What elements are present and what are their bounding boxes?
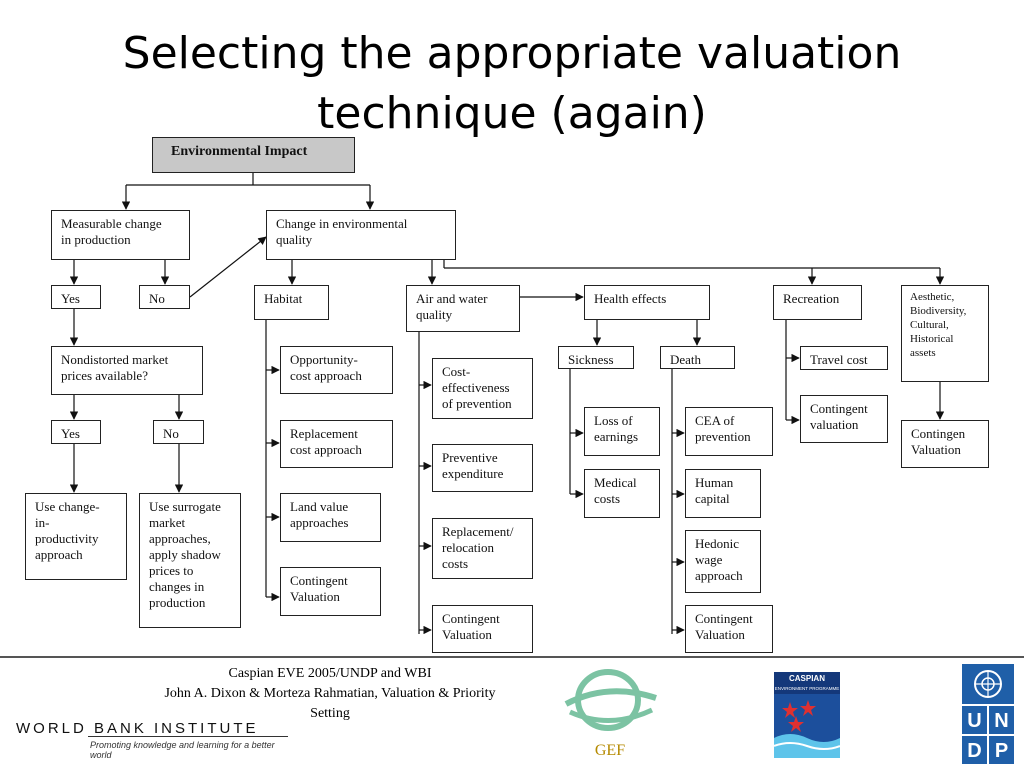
node-contingent-habitat: Contingent Valuation [280,567,381,616]
node-medical: Medical costs [584,469,660,518]
node-use-change: Use change- in- productivity approach [25,493,127,580]
diagram-connectors [69,173,945,635]
gef-logo: GEF [560,662,670,762]
node-use-surrogate: Use surrogate market approaches, apply s… [139,493,241,628]
undp-logo: U N D P [962,664,1014,764]
node-air-water: Air and water quality [406,285,520,332]
node-aesthetic: Aesthetic, Biodiversity, Cultural, Histo… [901,285,989,382]
node-preventive: Preventive expenditure [432,444,533,492]
undp-letter-u: U [967,710,981,732]
node-yes-2: Yes [51,420,101,444]
node-recreation: Recreation [773,285,862,320]
undp-letter-p: P [995,740,1008,762]
title-line-1: Selecting the appropriate valuation [122,28,902,79]
node-contingent-air: Contingent Valuation [432,605,533,653]
node-health: Health effects [584,285,710,320]
footer-divider [0,656,1024,658]
node-contingen-valuation: Contingen Valuation [901,420,989,468]
node-contingent-death: Contingent Valuation [685,605,773,653]
node-env-quality: Change in environmental quality [266,210,456,260]
footer-credits: Caspian EVE 2005/UNDP and WBI John A. Di… [110,664,550,724]
node-cea: CEA of prevention [685,407,773,456]
footer-line-2: John A. Dixon & Morteza Rahmatian, Valua… [164,686,496,701]
node-land-value: Land value approaches [280,493,381,542]
node-environmental-impact: Environmental Impact [152,137,355,173]
wbi-tagline: Promoting knowledge and learning for a b… [90,740,275,760]
wbi-name: WORLD BANK INSTITUTE [16,720,259,737]
node-hedonic: Hedonic wage approach [685,530,761,593]
footer-line-3: Setting [310,706,350,721]
node-no-1: No [139,285,190,309]
svg-text:CASPIAN: CASPIAN [789,674,825,683]
node-loss-earnings: Loss of earnings [584,407,660,456]
node-measurable-change: Measurable change in production [51,210,190,260]
wbi-rule [88,736,288,737]
node-no-2: No [153,420,204,444]
gef-globe-icon [564,669,657,731]
node-yes-1: Yes [51,285,101,309]
node-contingent-recreation: Contingent valuation [800,395,888,443]
footer-line-1: Caspian EVE 2005/UNDP and WBI [228,666,432,681]
caspian-programme-logo: CASPIAN ENVIRONMENT PROGRAMME [774,672,840,758]
node-cost-effectiveness: Cost- effectiveness of prevention [432,358,533,419]
node-travel-cost: Travel cost [800,346,888,370]
title-line-2: technique (again) [317,88,707,139]
node-opportunity-cost: Opportunity- cost approach [280,346,393,394]
node-habitat: Habitat [254,285,329,320]
world-bank-institute-logo: WORLD BANK INSTITUTE Promoting knowledge… [4,712,294,762]
node-nondistorted: Nondistorted market prices available? [51,346,203,395]
node-replacement-cost: Replacement cost approach [280,420,393,468]
node-sickness: Sickness [558,346,634,369]
svg-text:ENVIRONMENT PROGRAMME: ENVIRONMENT PROGRAMME [775,686,839,691]
node-death: Death [660,346,735,369]
node-human-capital: Human capital [685,469,761,518]
undp-letter-n: N [994,710,1008,732]
gef-label: GEF [594,742,626,759]
slide-title: Selecting the appropriate valuation tech… [0,24,1024,144]
node-replacement-relocation: Replacement/ relocation costs [432,518,533,579]
undp-letter-d: D [967,740,981,762]
